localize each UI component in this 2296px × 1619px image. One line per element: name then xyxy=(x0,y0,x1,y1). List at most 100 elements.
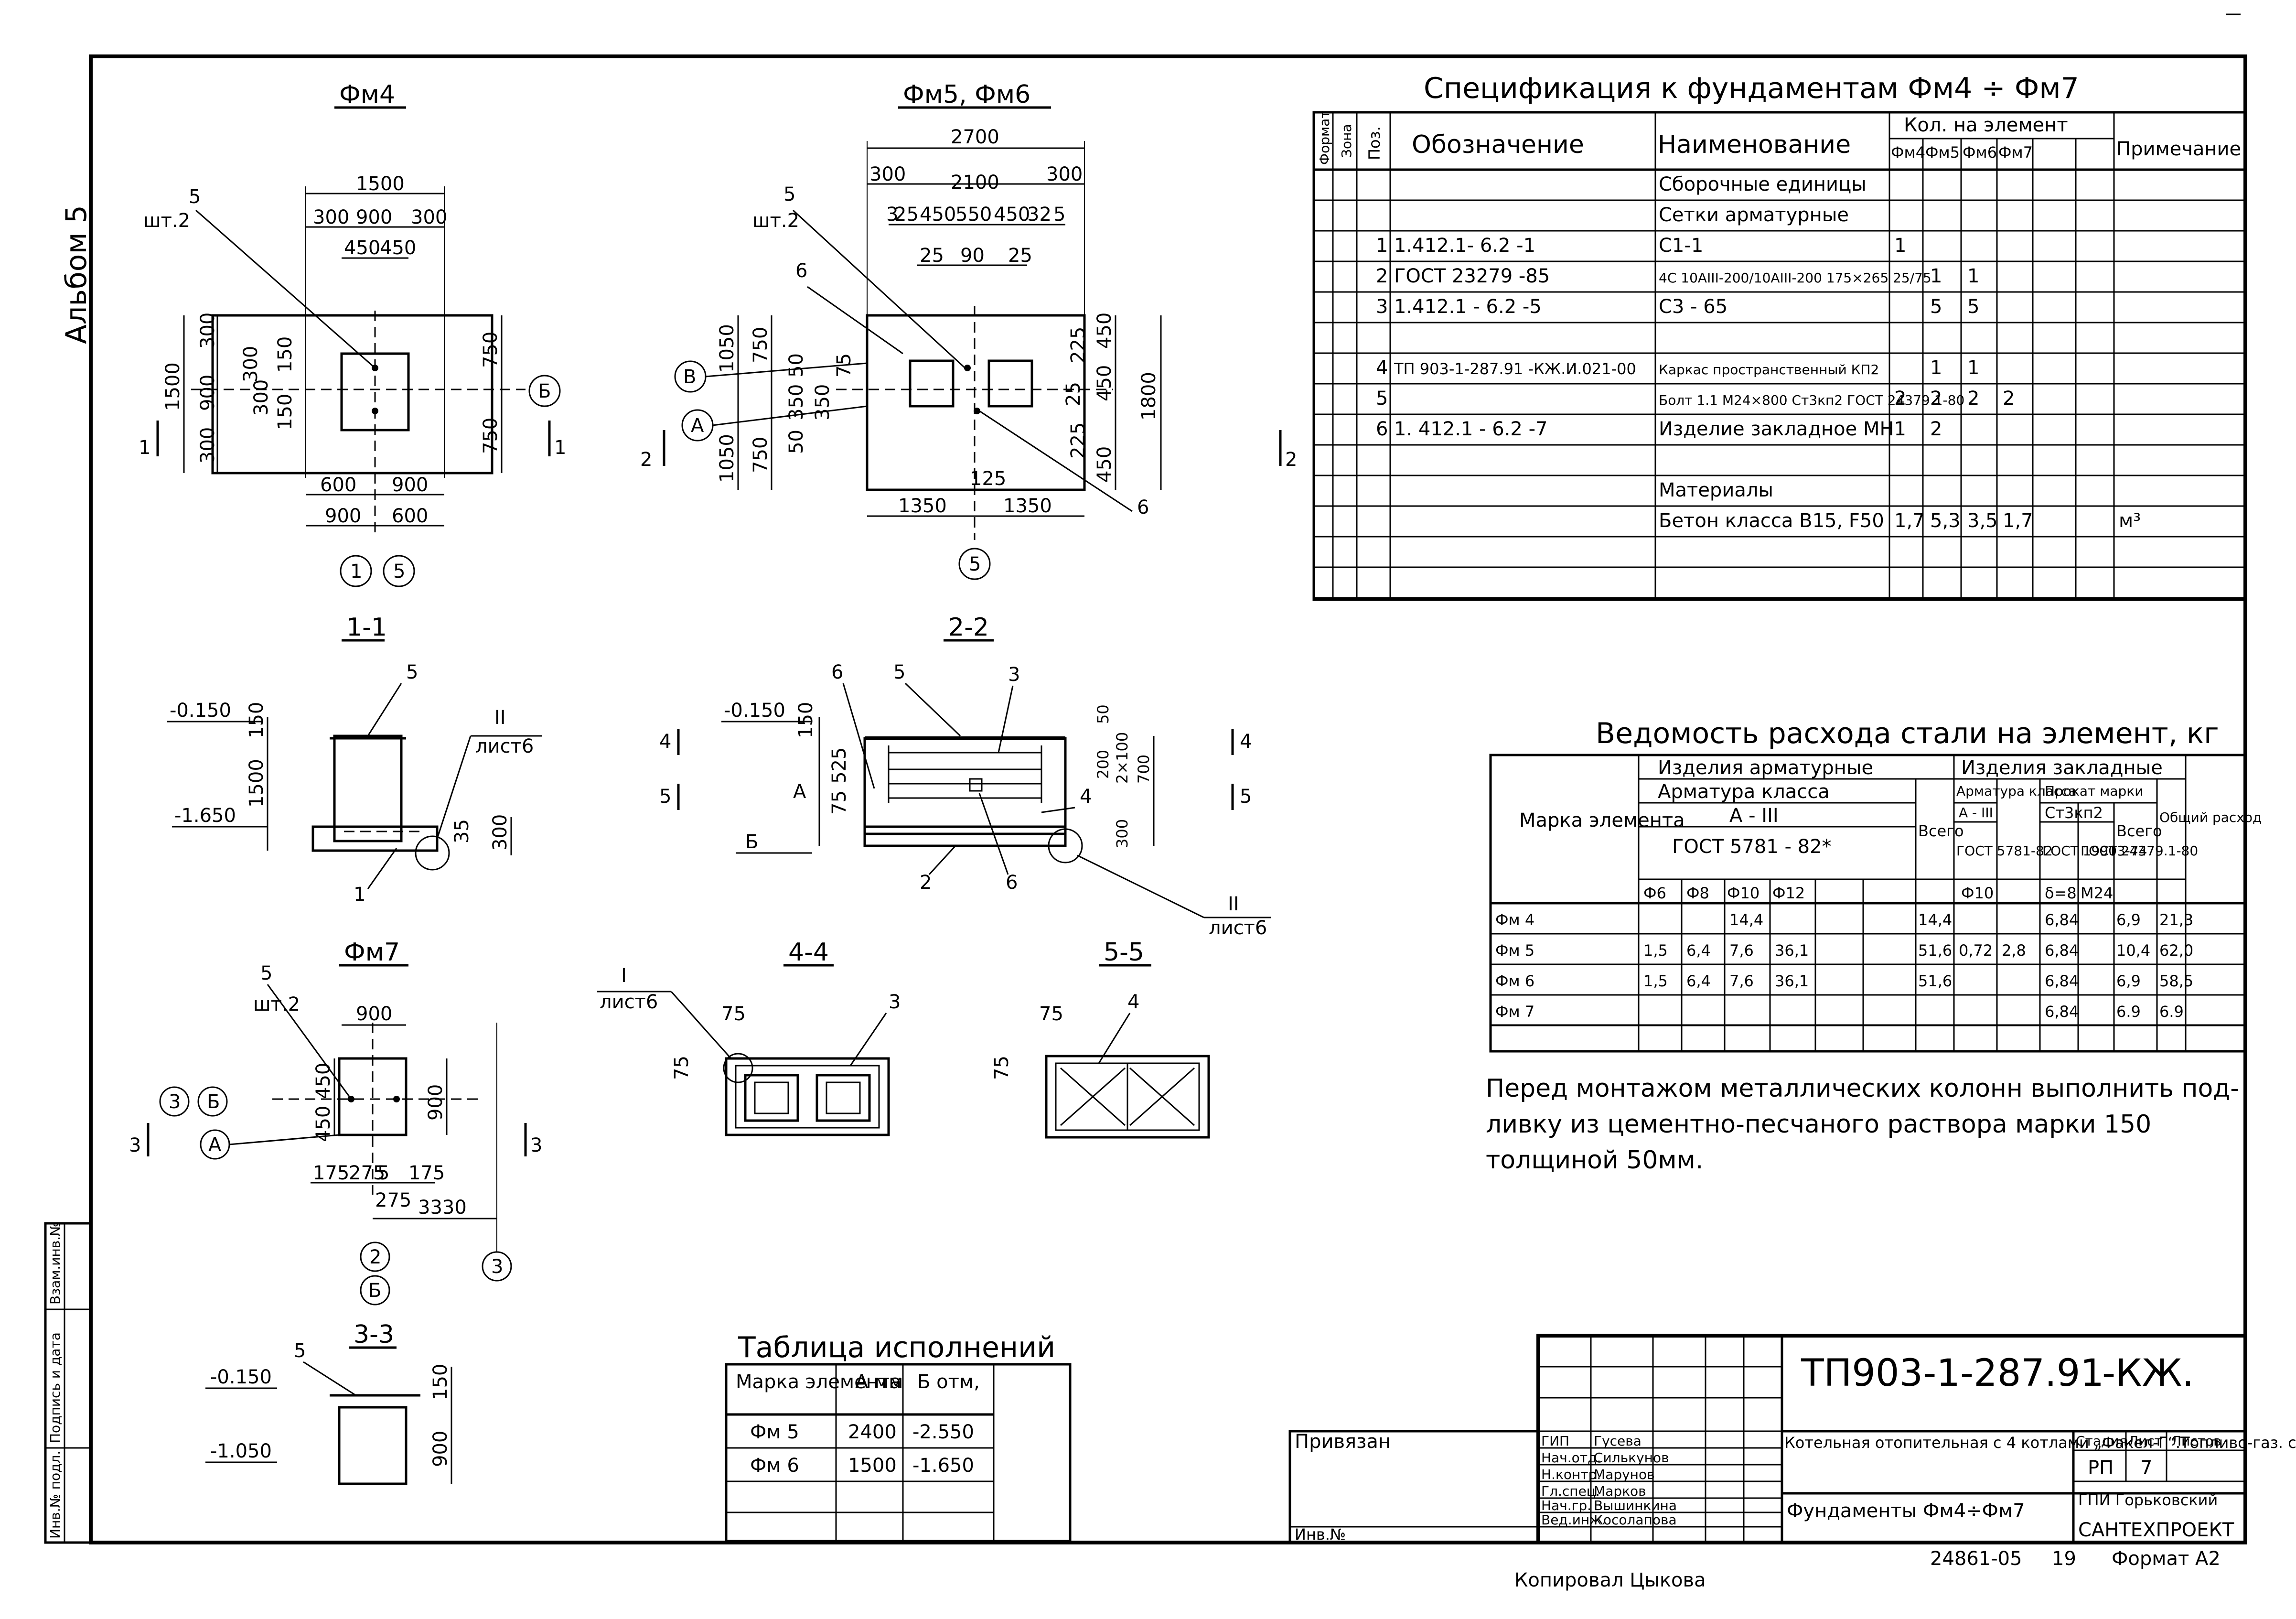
stamp-format: Формат А2 xyxy=(2112,1548,2221,1570)
stamp-name: Вышинкина xyxy=(1594,1498,1677,1513)
fm4-cut-right: 1 xyxy=(554,437,566,459)
fm4-hi1: 300 xyxy=(240,346,262,382)
steel-h-total2: Всего xyxy=(2116,822,2162,840)
steel-cell: 6,84 xyxy=(2045,941,2079,960)
spec-row-name: Болт 1.1 М24×800 Ст3кп2 ГОСТ 24379.1-80 xyxy=(1659,392,1964,408)
sec55-d1: 75 xyxy=(1039,1003,1063,1025)
fm56-cut-left: 2 xyxy=(640,449,652,471)
sec22-cut5r: 5 xyxy=(1240,786,1252,808)
spec-row-qty: 1,7 xyxy=(1894,510,1925,532)
fm7-axis-b: Б xyxy=(207,1091,220,1113)
sec22-title: 2-2 xyxy=(948,613,989,642)
spec-row-qty: 5 xyxy=(1967,296,1979,318)
sec22-b: Б xyxy=(745,831,758,853)
steel-h-prokat: Прокат марки xyxy=(2045,783,2143,799)
section-4-4: 4-4 I лист6 75 75 3 xyxy=(597,938,901,1136)
steel-cell: 6,84 xyxy=(2045,972,2079,990)
sec55-pos: 4 xyxy=(1127,991,1139,1013)
fm56-i5: 32 xyxy=(1027,204,1051,226)
fm56-p1: 300 xyxy=(869,163,906,185)
steel-cell: 1,5 xyxy=(1643,941,1668,960)
sec33-title: 3-3 xyxy=(354,1320,394,1349)
fm56-i1: 25 xyxy=(894,204,919,226)
plan-fm4: Фм4 шт.2 5 1500 300 900 300 450 450 1500… xyxy=(139,80,566,587)
steel-cell: 14,4 xyxy=(1729,911,1763,929)
exec-h-a: А мм xyxy=(855,1371,903,1393)
fm4-b1: 600 xyxy=(320,474,356,496)
spec-h-c3: Фм6 xyxy=(1963,143,1997,162)
stamp-bound: Привязан xyxy=(1295,1431,1391,1453)
steel-h-gost: ГОСТ 5781 - 82* xyxy=(1672,836,1832,858)
section-1-1: 1-1 -0.150 -1.650 150 1500 35 300 5 1 II… xyxy=(167,613,542,906)
fm4-axis-1: 1 xyxy=(350,561,362,583)
fm56-i4: 450 xyxy=(994,204,1030,226)
sec33-elev1: -0.150 xyxy=(210,1366,272,1388)
spec-row-des: 1.412.1 - 6.2 -5 xyxy=(1394,296,1542,318)
title-block: ТП903-1-287.91 -КЖ. Котельная отопительн… xyxy=(1288,1334,2296,1591)
section-2-2: 2-2 -0.150 150 525 75 А Б 50 200 2×100 7… xyxy=(659,613,1271,939)
section-5-5: 5-5 75 75 4 xyxy=(991,938,1210,1139)
steel-cell: 7,6 xyxy=(1729,972,1754,990)
fm4-i2: 450 xyxy=(380,237,416,259)
steel-h-d8: δ=8 xyxy=(2045,884,2077,902)
spec-row-name: Материалы xyxy=(1659,479,1773,501)
fm7-axis3: 3 xyxy=(169,1091,181,1113)
fm56-axis-a: А xyxy=(691,415,704,437)
stamp-org2: САНТЕХПРОЕКТ xyxy=(2078,1519,2234,1541)
fm7-b4: 175 xyxy=(408,1162,445,1184)
fm56-r4: 225 xyxy=(1067,422,1089,459)
fm4-w1: 300 xyxy=(313,206,349,228)
sec44-pos: 3 xyxy=(889,991,901,1013)
spec-row-qty: 2 xyxy=(1894,388,1906,410)
exec-r2-a: 1500 xyxy=(848,1455,897,1477)
stamp-copied: Копировал Цыкова xyxy=(1514,1569,1706,1591)
fm4-title: Фм4 xyxy=(339,80,395,109)
fm56-l5: 350 xyxy=(812,384,834,421)
sec44-d1: 75 xyxy=(721,1003,746,1025)
steel-cell: 62,0 xyxy=(2159,941,2193,960)
sec22-pos3: 3 xyxy=(1008,664,1020,686)
sec11-title: 1-1 xyxy=(346,613,387,642)
fm56-l1: 750 xyxy=(750,327,772,363)
note-line-1: Перед монтажом металлических колонн выпо… xyxy=(1486,1074,2239,1103)
fm7-axis-2: 2 xyxy=(369,1246,381,1268)
sec22-r4: 700 xyxy=(1135,755,1153,784)
fm7-htotal: 900 xyxy=(425,1084,447,1121)
steel-cell: Фм 7 xyxy=(1495,1003,1534,1021)
sec33-d1: 150 xyxy=(429,1364,451,1400)
exec-r1-a: 2400 xyxy=(848,1421,897,1443)
sec22-r5: 300 xyxy=(1113,819,1131,848)
stamp-project: Котельная отопительная с 4 котлами „Факе… xyxy=(1784,1434,2296,1452)
note-line-2: ливку из цементно-песчаного раствора мар… xyxy=(1486,1110,2151,1139)
note-block: Перед монтажом металлических колонн выпо… xyxy=(1486,1074,2239,1175)
fm56-r0: 450 xyxy=(1094,313,1116,349)
fm7-cut-right: 3 xyxy=(530,1134,542,1156)
fm4-w2: 900 xyxy=(356,206,392,228)
steel-cell: Фм 6 xyxy=(1495,972,1534,990)
fm7-cut-left: 3 xyxy=(129,1134,141,1156)
fm56-s2: 90 xyxy=(960,245,985,267)
fm56-pos6: 6 xyxy=(795,260,807,282)
fm56-l4: 50 xyxy=(785,430,807,454)
fm4-cut-left: 1 xyxy=(139,437,150,459)
fm56-sht: шт.2 xyxy=(752,210,799,232)
exec-r1-b: -2.550 xyxy=(912,1421,974,1443)
spec-title: Спецификация к фундаментам Фм4 ÷ Фм7 xyxy=(1424,72,2079,105)
spec-row-des: 1.412.1- 6.2 -1 xyxy=(1394,235,1535,257)
exec-h-b: Б отм, xyxy=(917,1371,980,1393)
fm56-pos6b: 6 xyxy=(1137,496,1149,518)
spec-row-pos: 1 xyxy=(1376,235,1388,257)
spec-row-name: С3 - 65 xyxy=(1659,296,1727,318)
sec22-elev1: -0.150 xyxy=(724,700,785,722)
fm56-s1: 25 xyxy=(920,245,944,267)
spec-row-pos: 6 xyxy=(1376,418,1388,440)
spec-table: Спецификация к фундаментам Фм4 ÷ Фм7 Фор… xyxy=(1312,72,2247,601)
sec11-d1: 150 xyxy=(246,702,268,738)
fm56-l0: 1050 xyxy=(716,324,738,373)
spec-row-qty: 5,3 xyxy=(1930,510,1961,532)
spec-h-zone: Зона xyxy=(1339,124,1354,158)
fm56-rtotal: 1800 xyxy=(1138,372,1160,421)
sec55-d2: 75 xyxy=(991,1056,1013,1080)
